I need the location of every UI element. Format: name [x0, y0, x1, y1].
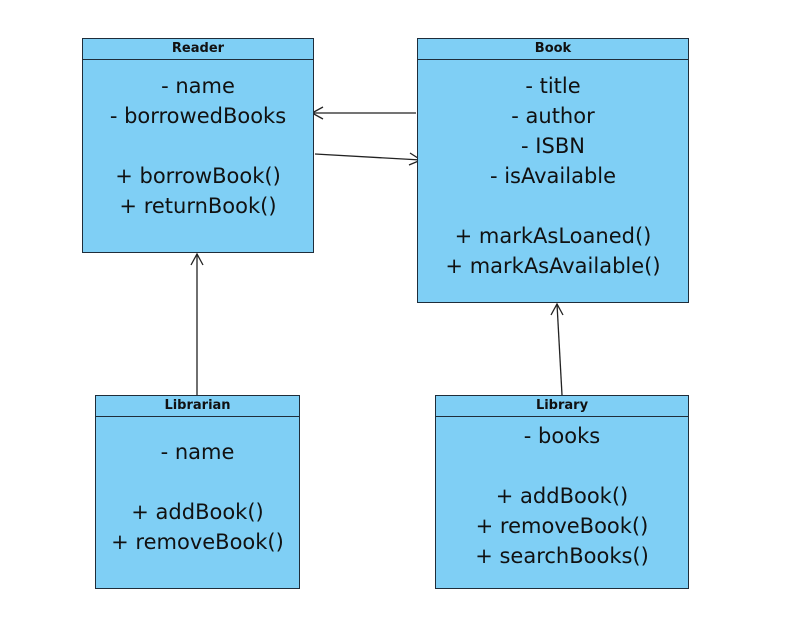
method-item: + addBook() — [495, 484, 629, 508]
class-box-book[interactable]: Book - title - author - ISBN - isAvailab… — [417, 38, 689, 303]
method-item: + removeBook() — [111, 530, 284, 554]
class-box-librarian[interactable]: Librarian - name + addBook() + removeBoo… — [95, 395, 300, 589]
arrowhead-icon — [190, 252, 204, 266]
class-box-reader[interactable]: Reader - name - borrowedBooks + borrowBo… — [82, 38, 314, 253]
method-item: + searchBooks() — [475, 544, 649, 568]
attribute-item: - borrowedBooks — [109, 104, 287, 128]
section-gap — [418, 191, 688, 221]
class-name-library: Library — [436, 396, 688, 417]
attribute-item: - author — [511, 104, 595, 128]
attribute-item: - books — [523, 424, 601, 448]
method-item: + removeBook() — [475, 514, 649, 538]
method-item: + returnBook() — [119, 194, 277, 218]
method-item: + markAsAvailable() — [445, 254, 661, 278]
association-book-to-reader — [310, 106, 416, 120]
class-body-librarian: - name + addBook() + removeBook() — [96, 417, 299, 557]
association-library-to-book — [550, 302, 564, 396]
association-reader-to-book — [314, 152, 423, 166]
attribute-item: - name — [160, 440, 235, 464]
method-item: + markAsLoaned() — [454, 224, 652, 248]
attribute-item: - title — [525, 74, 581, 98]
section-gap — [83, 131, 313, 161]
class-name-book: Book — [418, 39, 688, 60]
attribute-item: - ISBN — [521, 134, 585, 158]
class-body-reader: - name - borrowedBooks + borrowBook() + … — [83, 60, 313, 221]
class-body-book: - title - author - ISBN - isAvailable + … — [418, 60, 688, 281]
method-item: + addBook() — [131, 500, 264, 524]
class-name-reader: Reader — [83, 39, 313, 60]
association-librarian-to-reader — [190, 252, 204, 395]
class-body-library: - books + addBook() + removeBook() + sea… — [436, 417, 688, 571]
section-gap — [436, 451, 688, 481]
section-gap — [96, 467, 299, 497]
attribute-item: - name — [161, 74, 235, 98]
arrowhead-icon — [550, 302, 564, 316]
method-item: + borrowBook() — [115, 164, 281, 188]
attribute-item: - isAvailable — [489, 164, 617, 188]
class-name-librarian: Librarian — [96, 396, 299, 417]
class-box-library[interactable]: Library - books + addBook() + removeBook… — [435, 395, 689, 589]
